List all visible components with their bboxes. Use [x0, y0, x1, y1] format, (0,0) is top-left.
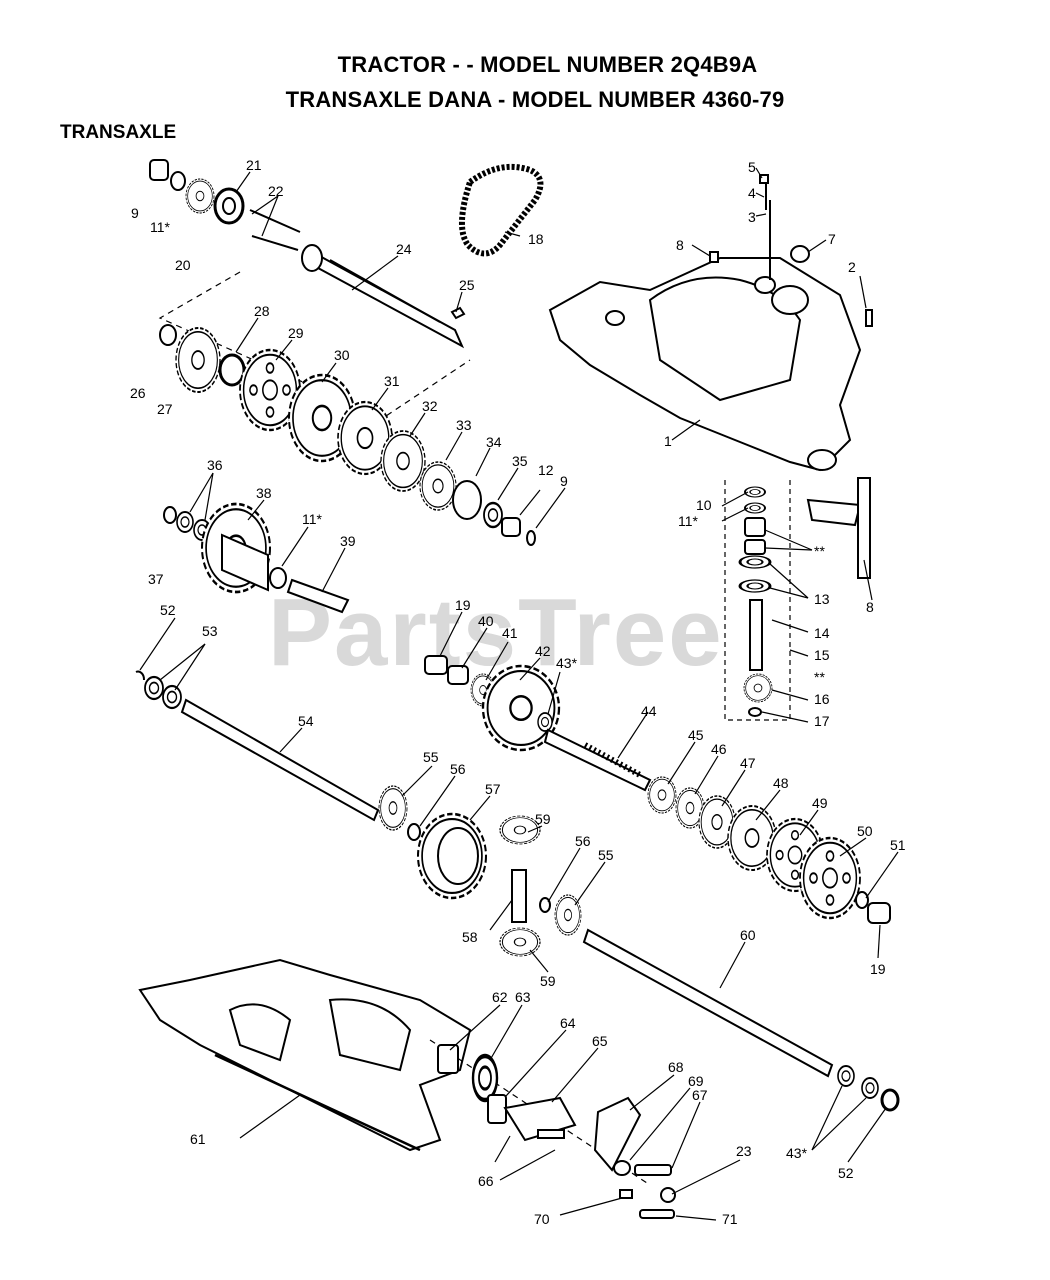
callout-64: 64 — [560, 1015, 576, 1031]
callout-30: 30 — [334, 347, 350, 363]
callout-43b: 43* — [786, 1145, 808, 1161]
callout-labels: 9 11* 20 21 22 24 25 18 26 27 28 29 30 3… — [130, 157, 906, 1227]
callout-70: 70 — [534, 1211, 550, 1227]
callout-62: 62 — [492, 989, 508, 1005]
callout-15: 15 — [814, 647, 830, 663]
cluster-gear-group — [164, 504, 350, 612]
callout-68: 68 — [668, 1059, 684, 1075]
callout-21: 21 — [246, 157, 262, 173]
callout-63: 63 — [515, 989, 531, 1005]
callout-24: 24 — [396, 241, 412, 257]
callout-32: 32 — [422, 398, 438, 414]
callout-55b: 55 — [598, 847, 614, 863]
callout-11: 11* — [150, 219, 171, 235]
diagram-subtitle: TRANSAXLE DANA - MODEL NUMBER 4360-79 — [285, 87, 785, 112]
callout-20: 20 — [175, 257, 191, 273]
callout-44: 44 — [641, 703, 657, 719]
axle-left-group — [136, 672, 581, 956]
callout-43: 43* — [556, 655, 578, 671]
callout-25: 25 — [459, 277, 475, 293]
callout-56: 56 — [450, 761, 466, 777]
callout-48: 48 — [773, 775, 789, 791]
callout-7: 7 — [828, 231, 836, 247]
callout-35: 35 — [512, 453, 528, 469]
callout-38: 38 — [256, 485, 272, 501]
callout-71: 71 — [722, 1211, 738, 1227]
callout-26: 26 — [130, 385, 146, 401]
callout-45: 45 — [688, 727, 704, 743]
callout-29: 29 — [288, 325, 304, 341]
callout-9b: 9 — [560, 473, 568, 489]
callout-56b: 56 — [575, 833, 591, 849]
watermark: PartsTree — [268, 579, 724, 686]
callout-67: 67 — [692, 1087, 708, 1103]
callout-57: 57 — [485, 781, 501, 797]
axle-right-group — [582, 928, 900, 1112]
callout-8: 8 — [676, 237, 684, 253]
callout-11b: 11* — [302, 511, 323, 527]
diagram-title: TRACTOR - - MODEL NUMBER 2Q4B9A — [337, 52, 758, 77]
callout-66: 66 — [478, 1173, 494, 1189]
upper-housing — [548, 174, 873, 721]
callout-52: 52 — [160, 602, 176, 618]
shift-mechanism — [437, 1045, 676, 1219]
callout-34: 34 — [486, 434, 502, 450]
callout-49: 49 — [812, 795, 828, 811]
callout-46: 46 — [711, 741, 727, 757]
callout-42: 42 — [535, 643, 551, 659]
leader-lines — [139, 167, 899, 1221]
callout-54: 54 — [298, 713, 314, 729]
callout-61: 61 — [190, 1131, 206, 1147]
callout-55: 55 — [423, 749, 439, 765]
callout-40: 40 — [478, 613, 494, 629]
callout-52b: 52 — [838, 1165, 854, 1181]
callout-37: 37 — [148, 571, 164, 587]
callout-double-star-1: ** — [814, 543, 825, 559]
callout-2: 2 — [848, 259, 856, 275]
callout-69: 69 — [688, 1073, 704, 1089]
callout-41: 41 — [502, 625, 518, 641]
callout-16: 16 — [814, 691, 830, 707]
section-heading: TRANSAXLE — [60, 122, 177, 143]
callout-double-star-2: ** — [814, 669, 825, 685]
callout-14: 14 — [814, 625, 830, 641]
callout-1: 1 — [664, 433, 672, 449]
callout-22: 22 — [268, 183, 284, 199]
callout-47: 47 — [740, 755, 756, 771]
callout-58: 58 — [462, 929, 478, 945]
callout-28: 28 — [254, 303, 270, 319]
callout-27: 27 — [157, 401, 173, 417]
callout-33: 33 — [456, 417, 472, 433]
lower-housing — [138, 958, 651, 1186]
callout-12: 12 — [538, 462, 554, 478]
callout-31: 31 — [384, 373, 400, 389]
callout-13: 13 — [814, 591, 830, 607]
callout-11c: 11* — [678, 513, 699, 529]
callout-4: 4 — [748, 185, 756, 201]
callout-59: 59 — [535, 811, 551, 827]
callout-9: 9 — [131, 205, 139, 221]
callout-39: 39 — [340, 533, 356, 549]
gear-stack-upper — [160, 325, 536, 546]
callout-23: 23 — [736, 1143, 752, 1159]
callout-18: 18 — [528, 231, 544, 247]
input-shaft-group — [149, 159, 544, 419]
callout-65: 65 — [592, 1033, 608, 1049]
callout-53: 53 — [202, 623, 218, 639]
callout-19: 19 — [455, 597, 471, 613]
callout-50: 50 — [857, 823, 873, 839]
callout-8b: 8 — [866, 599, 874, 615]
callout-19b: 19 — [870, 961, 886, 977]
callout-17: 17 — [814, 713, 830, 729]
middle-shaft-group — [424, 656, 890, 923]
callout-3: 3 — [748, 209, 756, 225]
callout-51: 51 — [890, 837, 906, 853]
vertical-shaft-stack — [740, 477, 871, 717]
callout-10: 10 — [696, 497, 712, 513]
callout-5: 5 — [748, 159, 756, 175]
callout-36: 36 — [207, 457, 223, 473]
callout-60: 60 — [740, 927, 756, 943]
callout-59b: 59 — [540, 973, 556, 989]
